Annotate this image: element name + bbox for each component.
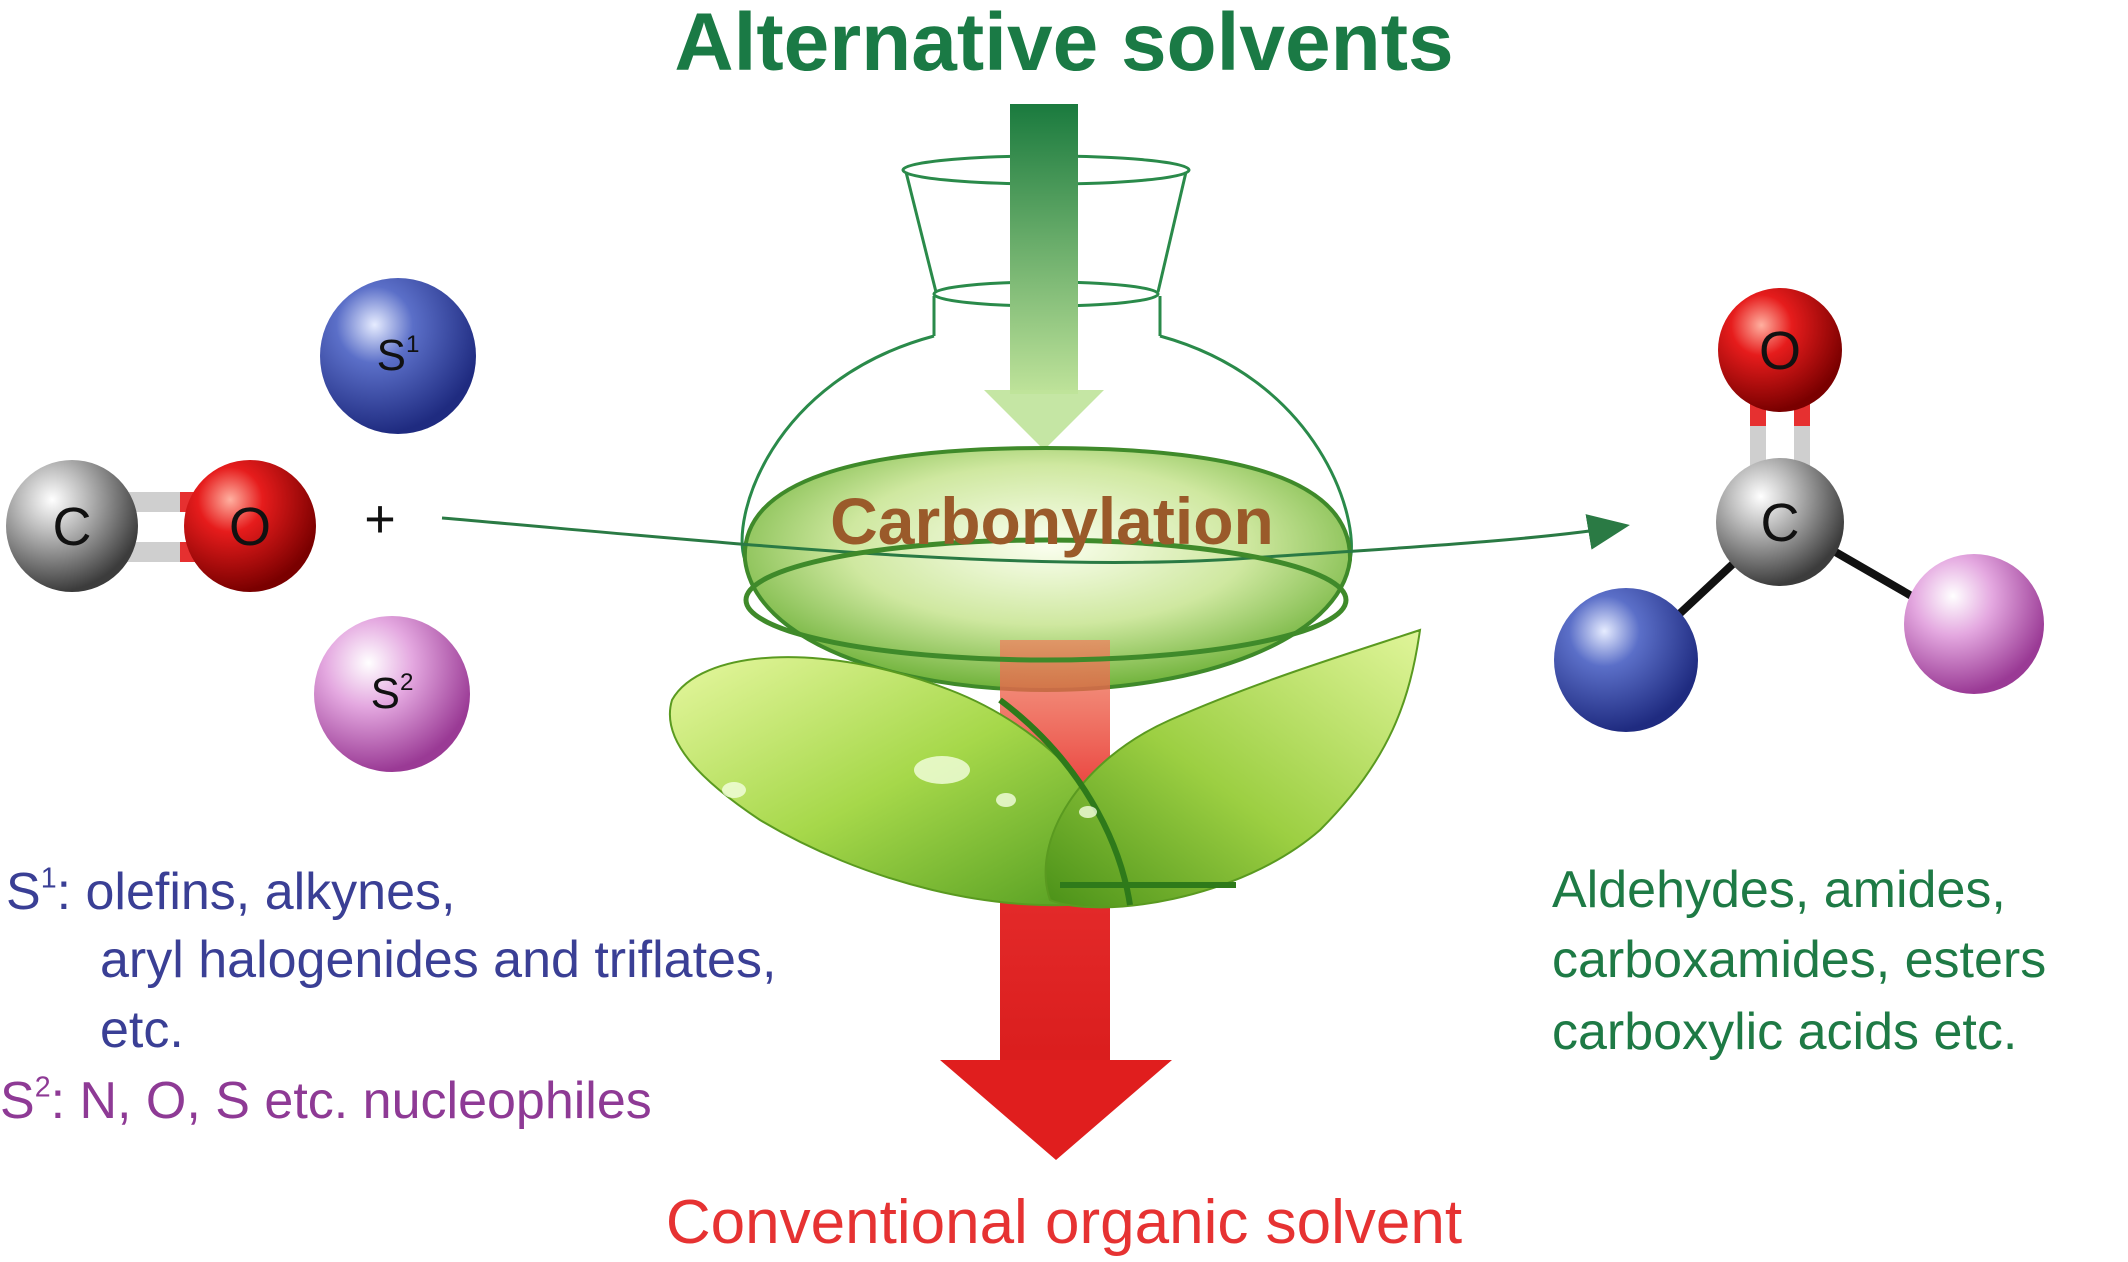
leaves <box>668 628 1422 909</box>
alternative-solvent-arrow <box>984 104 1104 450</box>
s1-sphere-sup: 1 <box>405 330 420 358</box>
flask-bulb <box>740 334 1353 561</box>
s2-description: S2: N, O, S etc. nucleophiles <box>0 1071 652 1130</box>
product-description-line2: carboxamides, esters <box>1552 931 2047 989</box>
s1-text-line1: : olefins, alkynes, <box>56 863 456 921</box>
co-atom-o-label: O <box>228 497 271 557</box>
carbonylation-label: Carbonylation <box>830 484 1274 558</box>
product-molecule <box>1554 288 2044 732</box>
product-atom-c-label: C <box>1760 493 1800 553</box>
liquid-ring <box>743 537 1349 663</box>
s2-prefix-sup: 2 <box>34 1071 51 1104</box>
s2-sphere-sup: 2 <box>399 668 414 696</box>
s2-text: : N, O, S etc. nucleophiles <box>50 1072 652 1130</box>
co-molecule <box>6 460 316 592</box>
s2-prefix: S <box>0 1072 35 1130</box>
s1-prefix-sup: 1 <box>40 862 57 895</box>
s2-sphere <box>314 616 470 772</box>
reaction-arrow <box>441 514 1630 564</box>
s1-sphere-letter: S <box>376 331 406 380</box>
co-atom-c-label: C <box>52 497 92 557</box>
s1-prefix: S <box>6 863 41 921</box>
s1-description-line1: S1: olefins, alkynes, <box>6 862 456 921</box>
s1-description-line2: aryl halogenides and triflates, <box>100 931 777 989</box>
product-description-line3: carboxylic acids etc. <box>1552 1003 2018 1061</box>
s1-sphere-label: S1 <box>358 330 438 380</box>
title-alternative-solvents: Alternative solvents <box>674 0 1454 88</box>
s2-sphere-letter: S <box>370 669 400 718</box>
product-description-line1: Aldehydes, amides, <box>1552 861 2006 919</box>
s2-sphere-label: S2 <box>352 668 432 718</box>
conventional-solvent-label: Conventional organic solvent <box>665 1188 1463 1257</box>
s1-description-line3: etc. <box>100 1001 184 1059</box>
s1-sphere <box>320 278 476 434</box>
product-atom-o-label: O <box>1758 321 1801 381</box>
plus-sign: + <box>364 489 396 549</box>
